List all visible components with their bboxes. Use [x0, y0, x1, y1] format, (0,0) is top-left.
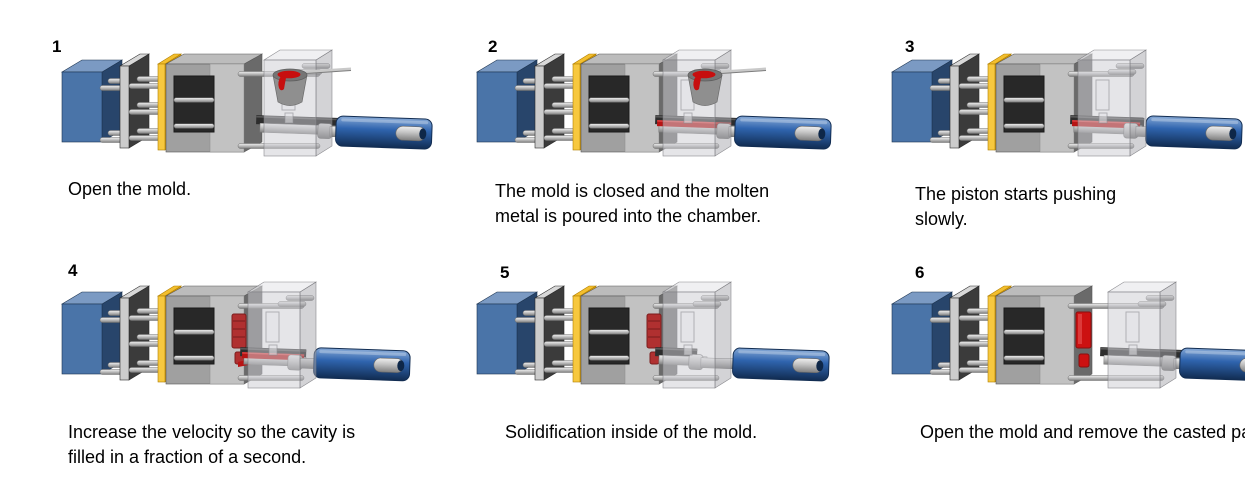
- step-caption: Solidification inside of the mold.: [505, 422, 758, 442]
- step-number: 4: [68, 261, 78, 280]
- fixed-die-block: [1106, 281, 1178, 389]
- injection-cylinder: [335, 115, 433, 150]
- injection-cylinder: [732, 347, 830, 382]
- step-caption: The piston starts pushing slowly.: [915, 184, 1117, 229]
- moving-die-block: [994, 285, 1094, 385]
- step-panel: 3 The piston starts pushing slowly.: [870, 16, 1245, 248]
- step-panel: 5 Solidification inside of the mold.: [455, 248, 870, 480]
- step-panel: 1 Open the mold.: [40, 16, 455, 248]
- step-panel: 4 Increase the velocity so the cavity is…: [40, 248, 455, 480]
- step-caption: The mold is closed and the molten metal …: [495, 181, 770, 226]
- die-casting-machine-illustration: [60, 49, 433, 157]
- die-casting-machine-illustration: [60, 281, 411, 389]
- ejector-plate: [118, 285, 151, 381]
- moving-die-block: [579, 285, 679, 385]
- clamp-block: [60, 59, 124, 143]
- clamp-block: [475, 59, 539, 143]
- clamp-block: [890, 59, 954, 143]
- injection-cylinder: [1179, 347, 1245, 382]
- molten-metal: [692, 70, 716, 91]
- step-panel: 6 Open the mold and remove the casted pa…: [870, 248, 1245, 480]
- ejector-plate: [948, 53, 981, 149]
- moving-die-block: [994, 53, 1094, 153]
- ejector-plate: [948, 285, 981, 381]
- fixed-die-block: [246, 281, 318, 389]
- ejector-plate: [533, 53, 566, 149]
- ladle-icon: [272, 67, 352, 106]
- moving-die-block: [164, 53, 264, 153]
- step-panel: 2 The mold is closed and the molten meta…: [455, 16, 870, 248]
- clamp-block: [475, 291, 539, 375]
- fixed-die-block: [661, 281, 733, 389]
- ejector-plate: [118, 53, 151, 149]
- step-number: 5: [500, 263, 510, 282]
- moving-die-block: [579, 53, 679, 153]
- cast-part: [1075, 311, 1092, 368]
- injection-cylinder: [1145, 115, 1243, 150]
- fixed-die-block: [1076, 49, 1148, 157]
- step-number: 1: [52, 37, 62, 56]
- step-caption: Increase the velocity so the cavity is f…: [68, 422, 356, 467]
- die-casting-machine-illustration: [890, 281, 1245, 389]
- clamp-block: [60, 291, 124, 375]
- injection-cylinder: [734, 115, 832, 150]
- die-casting-machine-illustration: [475, 281, 830, 389]
- die-casting-process-diagram: 1 Open the mold. 2 The mold is closed an…: [40, 16, 1245, 467]
- clamp-block: [890, 291, 954, 375]
- die-casting-machine-illustration: [475, 49, 832, 157]
- ladle-icon: [687, 67, 767, 106]
- step-caption: Open the mold.: [68, 179, 192, 199]
- step-number: 2: [488, 37, 498, 56]
- die-casting-machine-illustration: [890, 49, 1243, 157]
- ejector-plate: [533, 285, 566, 381]
- step-number: 3: [905, 37, 915, 56]
- injection-cylinder: [313, 347, 411, 382]
- step-caption: Open the mold and remove the casted part…: [920, 422, 1245, 442]
- step-number: 6: [915, 263, 925, 282]
- moving-die-block: [164, 285, 264, 385]
- tie-bars: [958, 308, 1001, 373]
- molten-metal: [277, 70, 301, 91]
